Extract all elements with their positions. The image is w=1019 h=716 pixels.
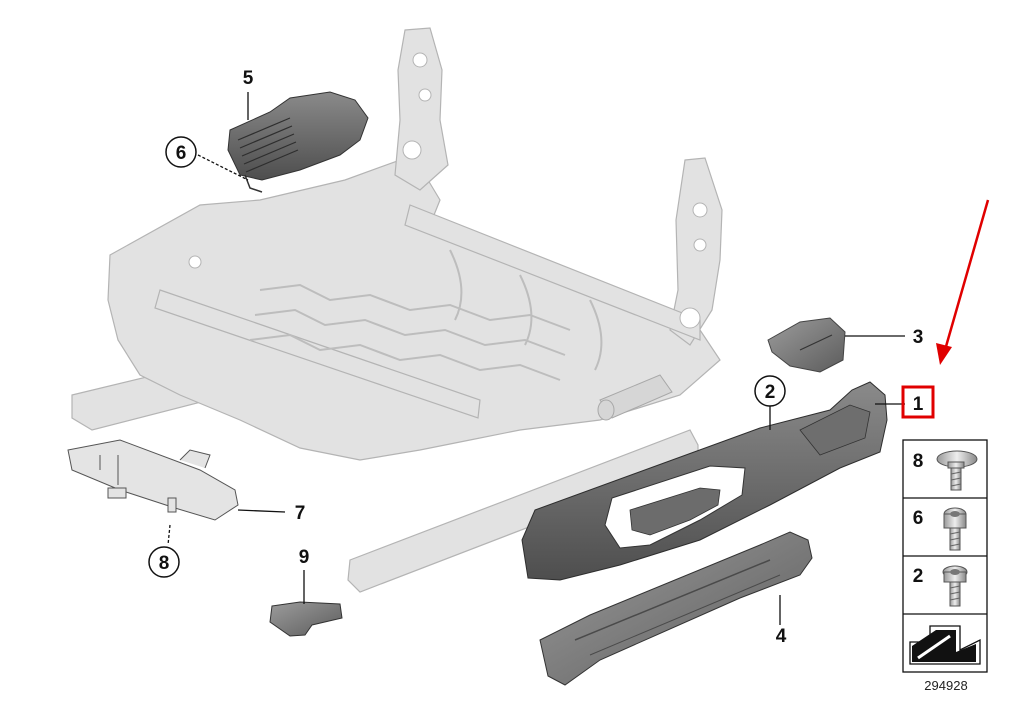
- callout-3-label: 3: [913, 327, 924, 348]
- callout-2-circle: [754, 375, 786, 407]
- leader-lines: [167, 92, 905, 625]
- callout-1-highlight-box: [901, 385, 935, 419]
- callout-9-label: 9: [299, 547, 310, 568]
- callout-6-circle: [165, 136, 197, 168]
- part-2-side-trim: [521, 381, 888, 581]
- callout-8-circle: [148, 546, 180, 578]
- installation-direction-icon: [909, 625, 981, 665]
- callout-7-label: 7: [295, 503, 306, 524]
- pan-screw-icon: [942, 565, 968, 607]
- cross-tube: [404, 204, 701, 341]
- legend-8-label: 8: [913, 451, 924, 472]
- seat-motor: [597, 374, 673, 421]
- part-4-lower-trim-strip: [539, 531, 813, 686]
- frame-holes: [188, 52, 708, 329]
- fastener-legend: 8 6 2: [902, 439, 988, 673]
- part-3-trim-piece: [767, 317, 846, 373]
- part-7-bracket: [67, 439, 239, 521]
- diagram-reference-number: 294928: [924, 678, 967, 693]
- callout-6-label: 6: [176, 143, 187, 164]
- callouts: 5 6 3 1 2 4 7 8 9: [148, 68, 935, 647]
- right-hinge-plate: [669, 157, 723, 346]
- legend-6-label: 6: [913, 508, 924, 529]
- callout-4-label: 4: [776, 626, 787, 647]
- callout-8-label: 8: [159, 553, 170, 574]
- part-5-trim-cover: [227, 91, 369, 193]
- seat-springs: [249, 249, 603, 381]
- left-hinge-plate: [394, 27, 449, 191]
- callout-2-label: 2: [765, 382, 776, 403]
- callout-5-label: 5: [243, 68, 254, 89]
- part-9-clip: [269, 601, 343, 637]
- front-cross-tube: [154, 289, 481, 419]
- callout-1-label: 1: [913, 394, 924, 415]
- red-arrow-annotation: [936, 199, 990, 365]
- flange-screw-icon: [936, 450, 978, 491]
- legend-2-label: 2: [913, 566, 924, 587]
- hex-bolt-icon: [943, 507, 967, 551]
